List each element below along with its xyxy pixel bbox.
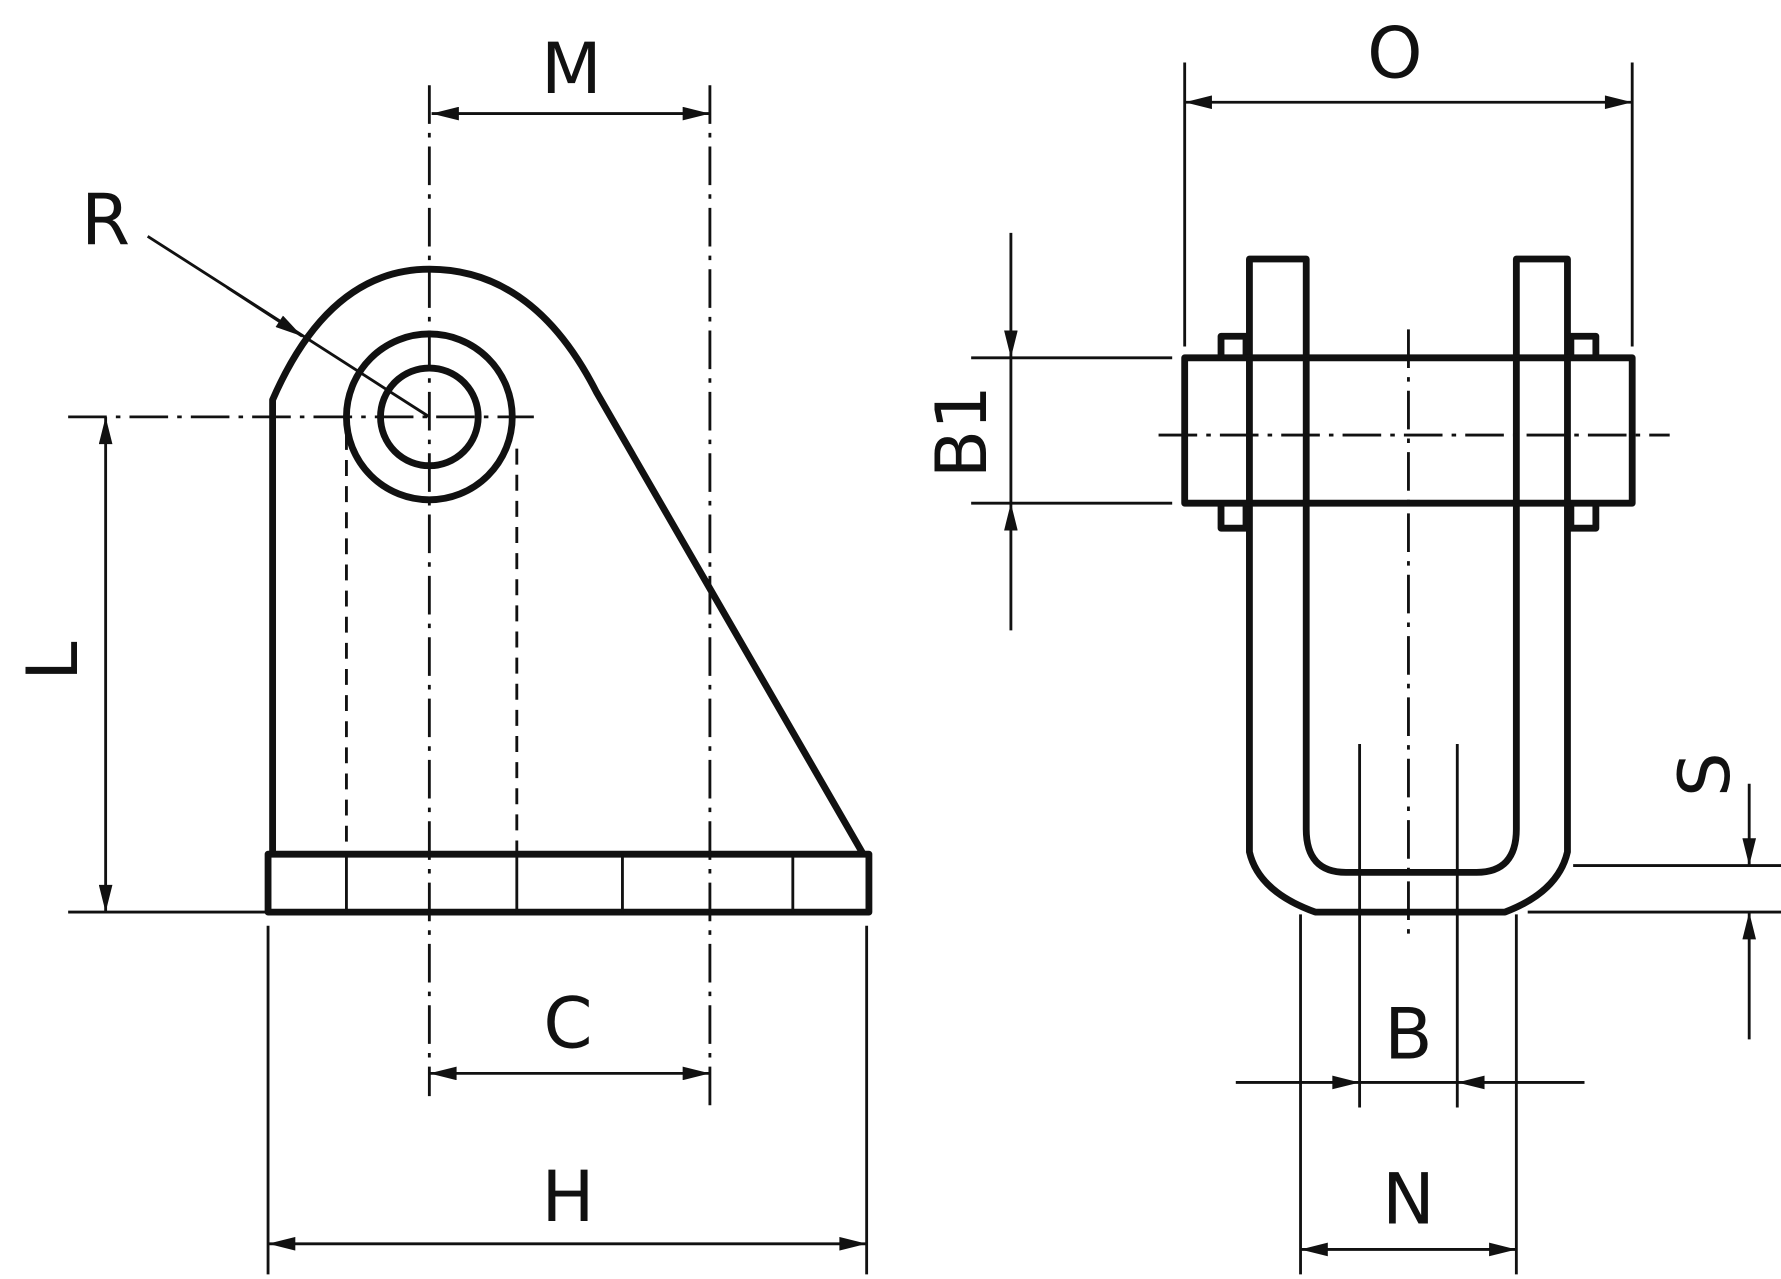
label-b: B xyxy=(1384,994,1432,1076)
label-o: O xyxy=(1367,12,1422,94)
label-c: C xyxy=(543,982,592,1064)
base-plate-divisions xyxy=(345,854,795,913)
label-h: H xyxy=(541,1156,594,1238)
dimension-r-arrow xyxy=(226,286,303,338)
label-b1: B1 xyxy=(921,385,1003,478)
side-view: M R L C H xyxy=(12,28,873,1275)
base-plate xyxy=(264,850,873,916)
label-m: M xyxy=(541,28,602,110)
label-s: S xyxy=(1664,752,1746,797)
label-r: R xyxy=(81,179,130,261)
front-view: O B1 S B N xyxy=(921,12,1781,1275)
label-n: N xyxy=(1382,1158,1435,1240)
bracket-body-outline xyxy=(269,265,867,856)
label-l: L xyxy=(12,641,94,680)
clevis-u-outline xyxy=(1246,255,1571,916)
